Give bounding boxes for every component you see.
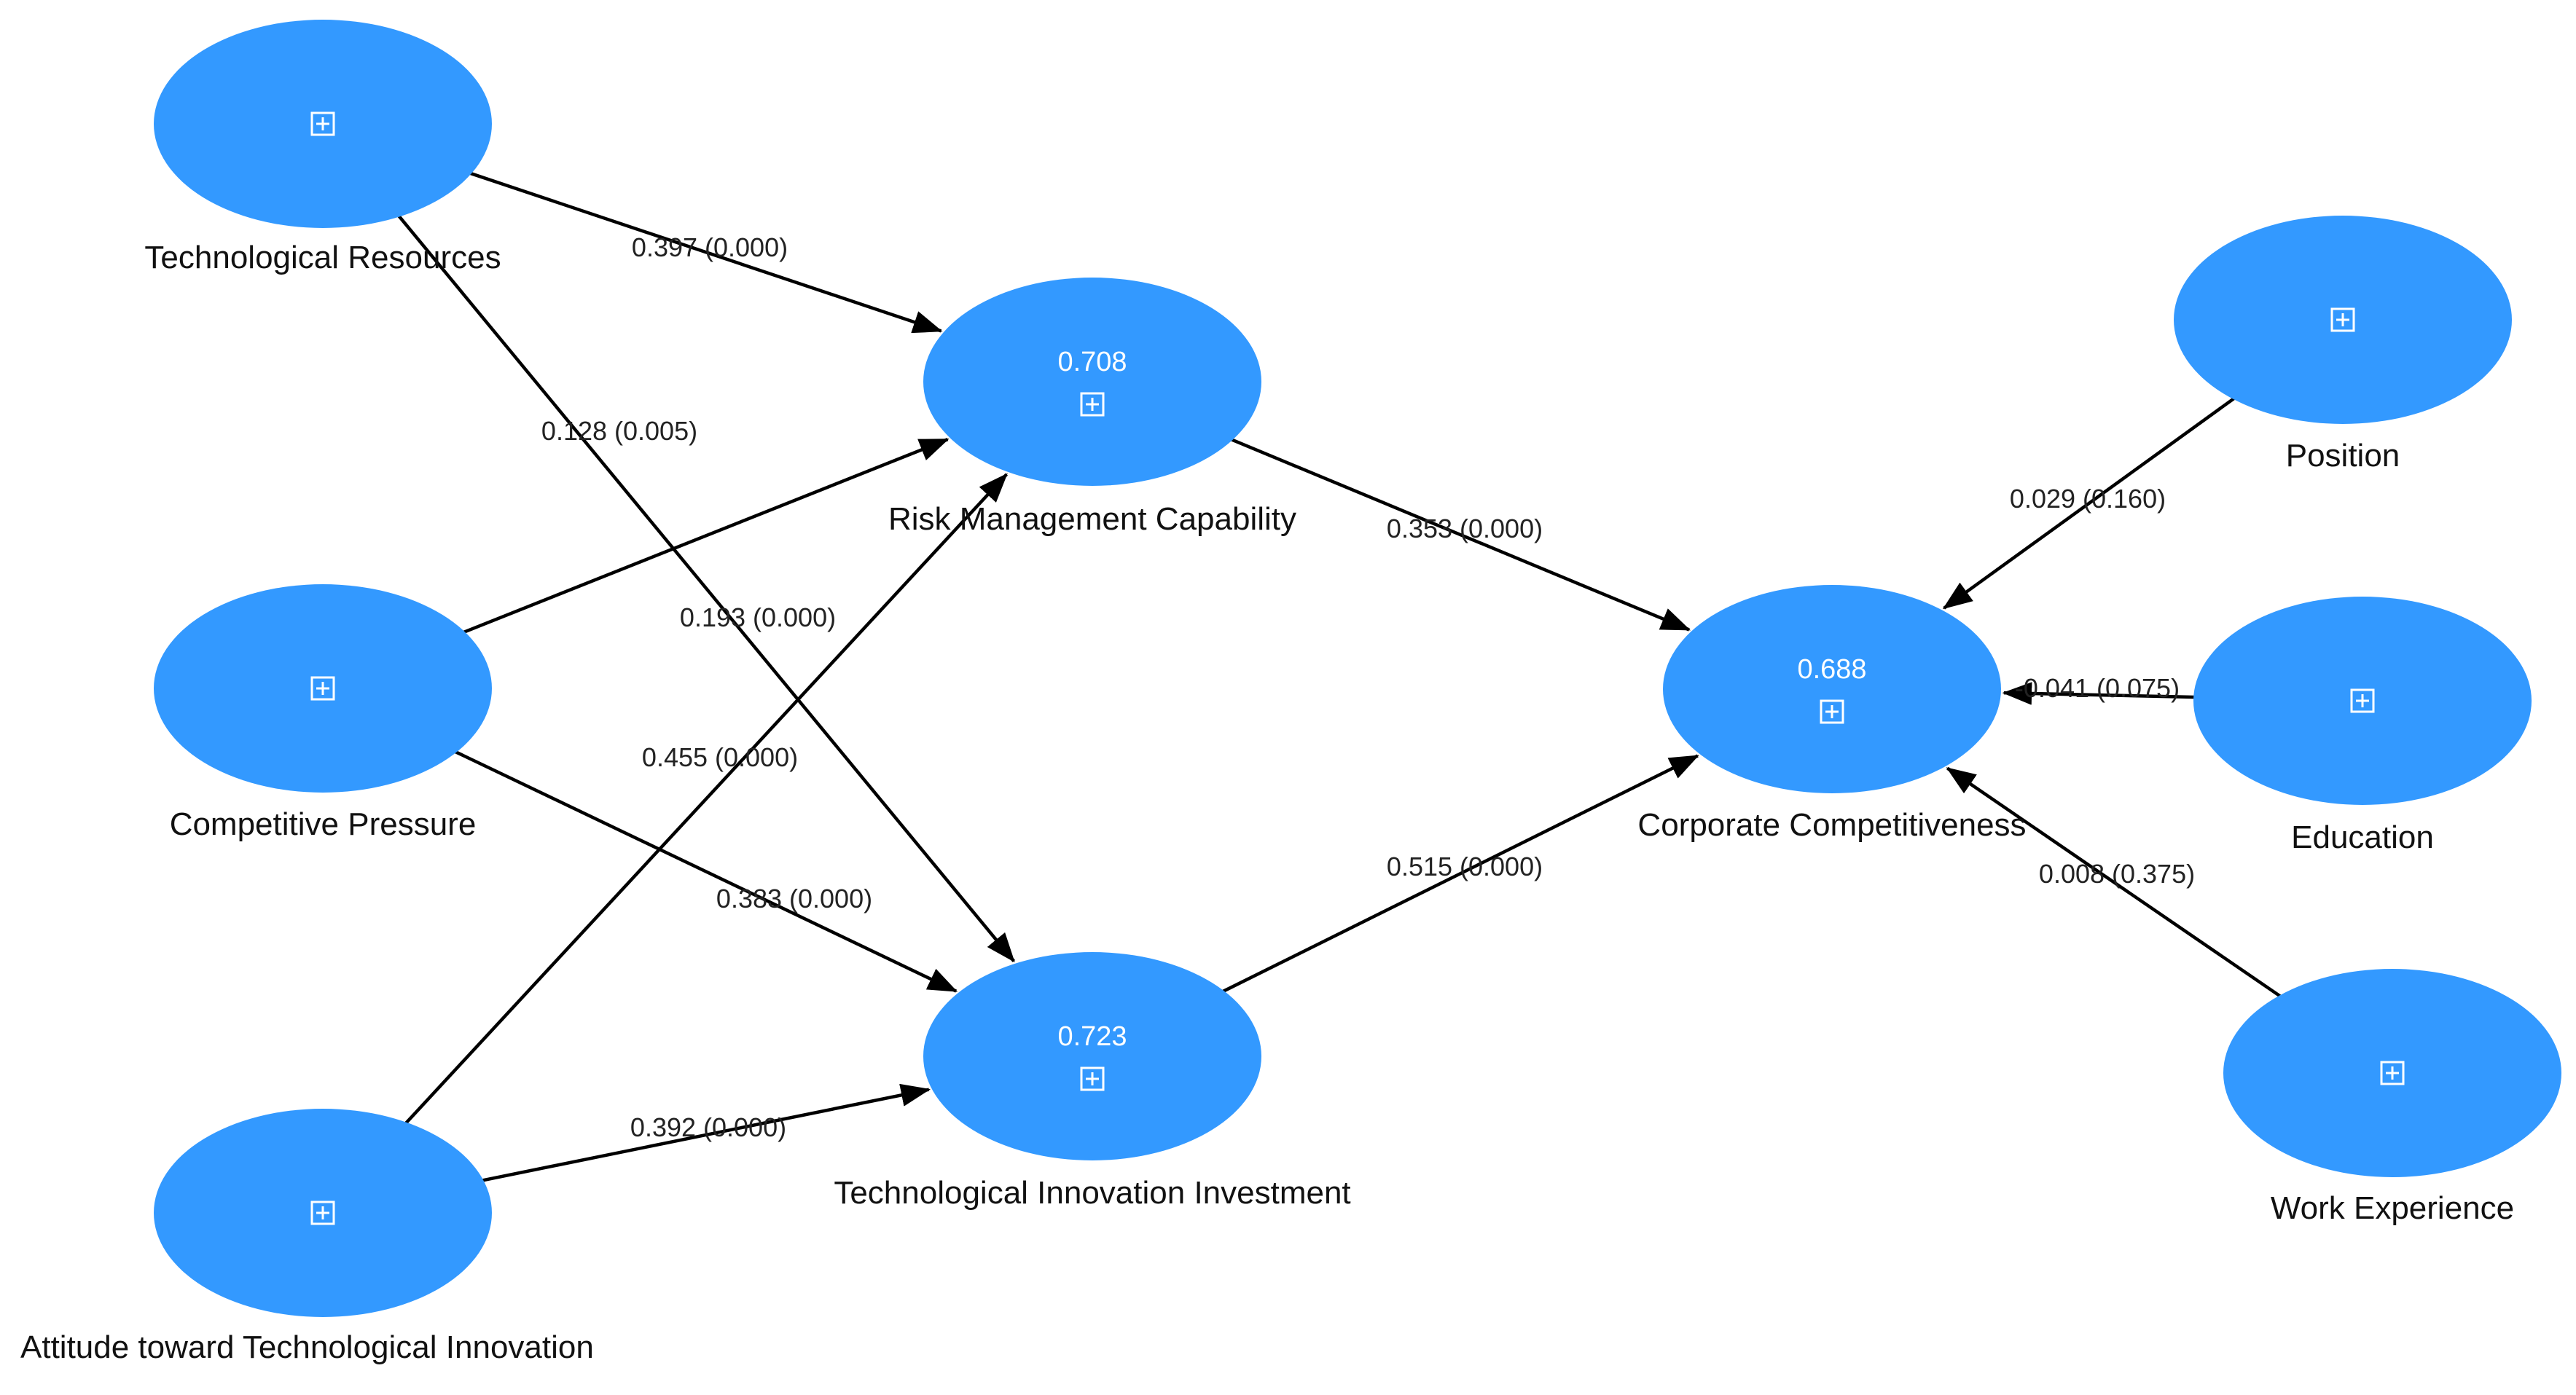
construct-node-education[interactable]: Education bbox=[2193, 597, 2532, 855]
path-coefficient-label: 0.193 (0.000) bbox=[680, 602, 836, 632]
construct-ellipse[interactable] bbox=[923, 278, 1261, 486]
construct-node-position[interactable]: Position bbox=[2174, 216, 2512, 473]
construct-node-work-exp[interactable]: Work Experience bbox=[2223, 969, 2561, 1226]
path-coefficient-label: 0.353 (0.000) bbox=[1387, 514, 1543, 543]
path-arrow-tech_resources-to-tech_invest bbox=[397, 214, 1016, 963]
path-coefficient-label: -0.041 (0.075) bbox=[2015, 673, 2180, 703]
path-coefficient-label: 0.383 (0.000) bbox=[716, 884, 872, 913]
construct-ellipse[interactable] bbox=[1663, 585, 2001, 793]
expand-plus-icon[interactable] bbox=[310, 676, 335, 701]
edges-layer bbox=[397, 171, 2282, 1182]
expand-plus-icon[interactable] bbox=[2330, 307, 2355, 332]
path-arrow-tech_resources-to-risk_mgmt bbox=[469, 171, 943, 334]
path-coefficient-label: 0.515 (0.000) bbox=[1387, 852, 1543, 881]
path-coefficient-label: 0.128 (0.005) bbox=[541, 416, 697, 446]
construct-node-attitude[interactable]: Attitude toward Technological Innovation bbox=[20, 1109, 594, 1365]
expand-plus-icon[interactable] bbox=[2350, 688, 2375, 713]
construct-label: Position bbox=[2286, 438, 2400, 473]
expand-plus-icon[interactable] bbox=[1080, 1066, 1105, 1091]
construct-label: Work Experience bbox=[2271, 1190, 2514, 1226]
r-squared-value: 0.688 bbox=[1797, 654, 1866, 685]
expand-plus-icon[interactable] bbox=[310, 111, 335, 136]
construct-label: Attitude toward Technological Innovation bbox=[20, 1329, 594, 1365]
path-arrow-attitude-to-risk_mgmt bbox=[404, 473, 1008, 1125]
edge-labels-layer: 0.397 (0.000) 0.128 (0.005) 0.193 (0.000) 0… bbox=[541, 232, 2195, 1142]
path-arrow-attitude-to-tech_invest bbox=[481, 1083, 931, 1182]
path-coefficient-label: 0.392 (0.000) bbox=[630, 1112, 786, 1142]
construct-node-tech-resources[interactable]: Technological Resources bbox=[144, 20, 501, 275]
construct-node-competitive-pressure[interactable]: Competitive Pressure bbox=[154, 584, 492, 842]
path-coefficient-label: 0.455 (0.000) bbox=[642, 742, 798, 772]
path-arrow-competitive_pressure-to-tech_invest bbox=[454, 750, 958, 993]
path-coefficient-label: 0.008 (0.375) bbox=[2039, 859, 2195, 889]
expand-plus-icon[interactable] bbox=[2380, 1061, 2405, 1085]
path-arrow-risk_mgmt-to-corp_comp bbox=[1230, 438, 1691, 632]
construct-label: Risk Management Capability bbox=[888, 501, 1296, 537]
construct-label: Technological Innovation Investment bbox=[834, 1175, 1350, 1211]
expand-plus-icon[interactable] bbox=[310, 1201, 335, 1225]
expand-plus-icon[interactable] bbox=[1080, 392, 1105, 417]
path-coefficient-label: 0.029 (0.160) bbox=[2010, 484, 2166, 514]
construct-label: Competitive Pressure bbox=[170, 806, 477, 842]
construct-label: Corporate Competitiveness bbox=[1637, 807, 2026, 843]
path-arrow-work_exp-to-corp_comp bbox=[1946, 766, 2282, 998]
construct-label: Education bbox=[2291, 820, 2434, 855]
r-squared-value: 0.723 bbox=[1057, 1021, 1127, 1052]
construct-label: Technological Resources bbox=[144, 240, 501, 275]
path-arrow-position-to-corp_comp bbox=[1942, 396, 2236, 610]
path-arrow-tech_invest-to-corp_comp bbox=[1221, 754, 1699, 994]
path-arrow-education-to-corp_comp bbox=[2002, 682, 2196, 705]
path-coefficient-label: 0.397 (0.000) bbox=[632, 232, 788, 262]
expand-plus-icon[interactable] bbox=[1820, 699, 1844, 724]
r-squared-value: 0.708 bbox=[1057, 347, 1127, 377]
construct-ellipse[interactable] bbox=[923, 952, 1261, 1160]
path-arrow-competitive_pressure-to-risk_mgmt bbox=[463, 438, 950, 634]
